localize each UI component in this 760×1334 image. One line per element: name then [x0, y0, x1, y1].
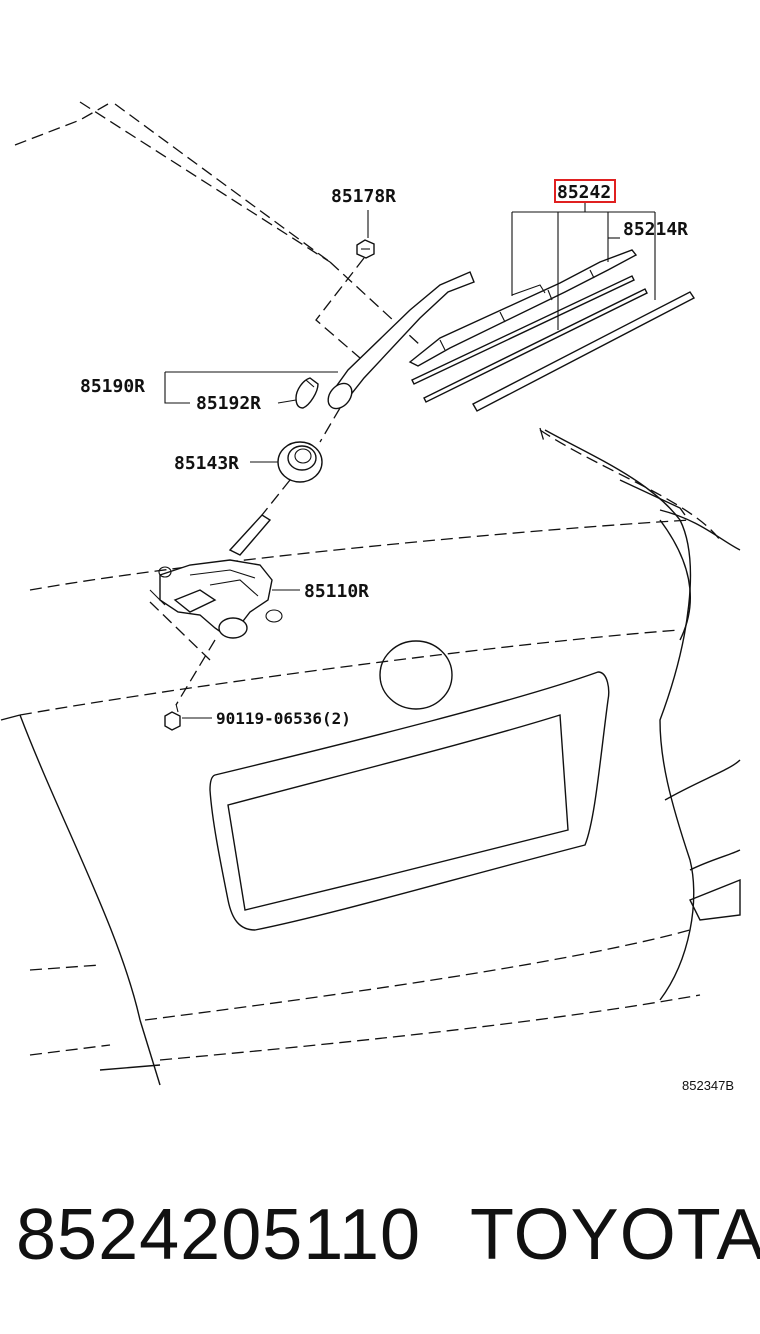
part-labels: 85178R 85242 85214R 85190R 85192R 85143R…: [80, 179, 734, 1093]
label-85190r[interactable]: 85190R: [80, 376, 145, 397]
label-85192r[interactable]: 85192R: [196, 393, 261, 414]
cap-85192r: [295, 377, 319, 409]
wiper-motor-85110r: [149, 514, 283, 639]
label-85214r[interactable]: 85214R: [623, 219, 688, 240]
assembly-guide-lines: [149, 257, 365, 706]
label-85178r[interactable]: 85178R: [331, 186, 396, 207]
diagram-code: 852347B: [682, 1078, 734, 1093]
highlight-box: [554, 179, 616, 203]
leader-lines: [164, 202, 656, 719]
part-number: 8524205110: [16, 1195, 422, 1275]
label-85143r[interactable]: 85143R: [174, 453, 239, 474]
label-90119-06536[interactable]: 90119-06536(2): [216, 709, 351, 728]
wiper-arm: [327, 271, 475, 410]
nut-85178r: [356, 239, 375, 259]
car-body-outline: [0, 101, 741, 1086]
label-85110r[interactable]: 85110R: [304, 581, 369, 602]
caption: 8524205110 TOYOTA: [0, 1190, 760, 1280]
brand-name: TOYOTA: [470, 1195, 760, 1275]
grommet-85143r: [277, 441, 323, 483]
parts-diagram: 85178R 85242 85214R 85190R 85192R 85143R…: [0, 101, 741, 1093]
wiper-blade-assembly: [408, 249, 696, 412]
bolt-90119-06536: [164, 703, 181, 731]
label-85242[interactable]: 85242: [557, 182, 611, 203]
